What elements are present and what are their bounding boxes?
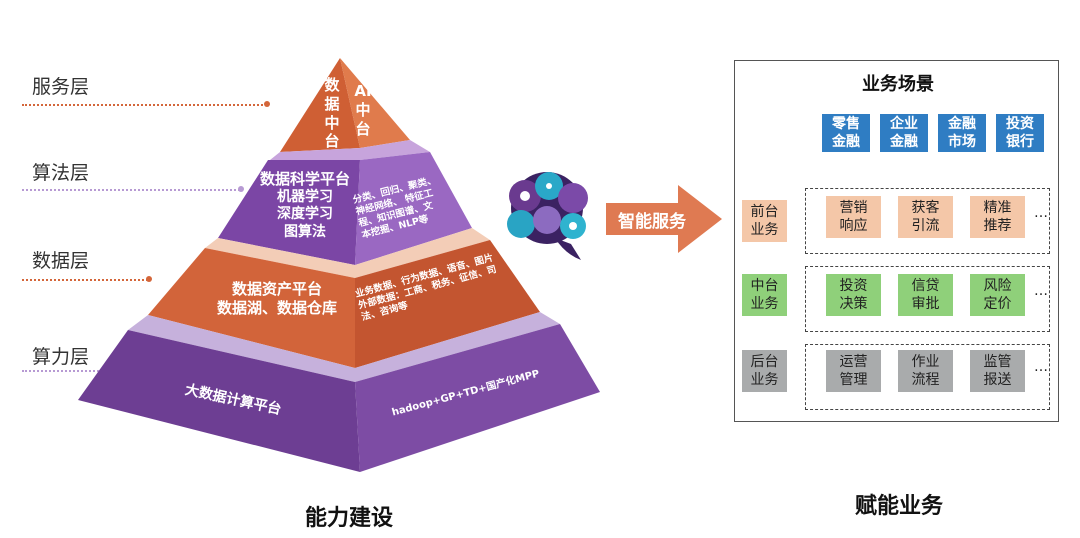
row-more-front: … xyxy=(1034,205,1048,221)
caption-capability: 能力建设 xyxy=(305,506,394,531)
pyramid-top-left-text: 数据中台 xyxy=(324,76,340,151)
pyramid-graphic xyxy=(78,58,600,472)
pyramid-level2-left-face xyxy=(218,160,360,265)
row-more-back: … xyxy=(1034,359,1048,375)
category-financial-market: 金融市场 xyxy=(938,114,986,152)
pyramid-top-right-face xyxy=(340,58,410,148)
row-label-back: 后台业务 xyxy=(742,350,787,392)
leader-line-data xyxy=(22,279,148,281)
layer-label-service: 服务层 xyxy=(32,76,90,98)
item-work-process: 作业流程 xyxy=(898,350,953,392)
pyramid-level2-right-face xyxy=(355,152,472,265)
row-box-middle xyxy=(805,266,1050,332)
leader-line-service xyxy=(22,104,267,106)
pyramid-level4-right-face xyxy=(355,324,600,472)
layer-label-compute: 算力层 xyxy=(32,346,90,368)
pyramid-top-left-face xyxy=(280,58,360,152)
pyramid-level3-left-face xyxy=(148,248,355,368)
row-more-middle: … xyxy=(1034,283,1048,299)
pyramid-level2-main-text: 数据科学平台 机器学习 深度学习 图算法 xyxy=(259,170,350,240)
row-box-front xyxy=(805,188,1050,254)
row-label-middle: 中台业务 xyxy=(742,274,787,316)
business-scene-panel xyxy=(734,60,1059,422)
category-retail-finance: 零售金融 xyxy=(822,114,870,152)
pyramid-level3-main-text: 数据资产平台数据湖、数据仓库 xyxy=(216,280,337,317)
item-marketing-response: 营销响应 xyxy=(826,196,881,238)
brain-icon xyxy=(507,172,588,260)
layer-label-algorithm: 算法层 xyxy=(32,162,90,184)
pyramid-band-3 xyxy=(128,312,560,382)
pyramid-band-2 xyxy=(205,228,490,278)
leader-line-algorithm xyxy=(22,189,240,191)
item-risk-pricing: 风险定价 xyxy=(970,274,1025,316)
item-operations-management: 运营管理 xyxy=(826,350,881,392)
item-customer-acquisition: 获客引流 xyxy=(898,196,953,238)
leader-dot-algorithm xyxy=(238,186,244,192)
arrow-label: 智能服务 xyxy=(618,212,686,232)
item-credit-approval: 信贷审批 xyxy=(898,274,953,316)
pyramid-band-1 xyxy=(270,140,430,160)
category-corporate-finance: 企业金融 xyxy=(880,114,928,152)
caption-enable-business: 赋能业务 xyxy=(855,494,944,519)
leader-dot-service xyxy=(264,101,270,107)
layer-label-data: 数据层 xyxy=(32,250,90,272)
category-investment-bank: 投资银行 xyxy=(996,114,1044,152)
leader-line-compute xyxy=(22,370,107,372)
leader-dot-data xyxy=(146,276,152,282)
scene-title: 业务场景 xyxy=(862,74,934,95)
item-investment-decision: 投资决策 xyxy=(826,274,881,316)
row-label-front: 前台业务 xyxy=(742,200,787,242)
item-precision-recommend: 精准推荐 xyxy=(970,196,1025,238)
pyramid-level3-right-face xyxy=(355,240,540,368)
arrow-shape xyxy=(606,185,722,253)
item-regulatory-reporting: 监管报送 xyxy=(970,350,1025,392)
row-box-back xyxy=(805,344,1050,410)
pyramid-level4-left-face xyxy=(78,330,360,472)
